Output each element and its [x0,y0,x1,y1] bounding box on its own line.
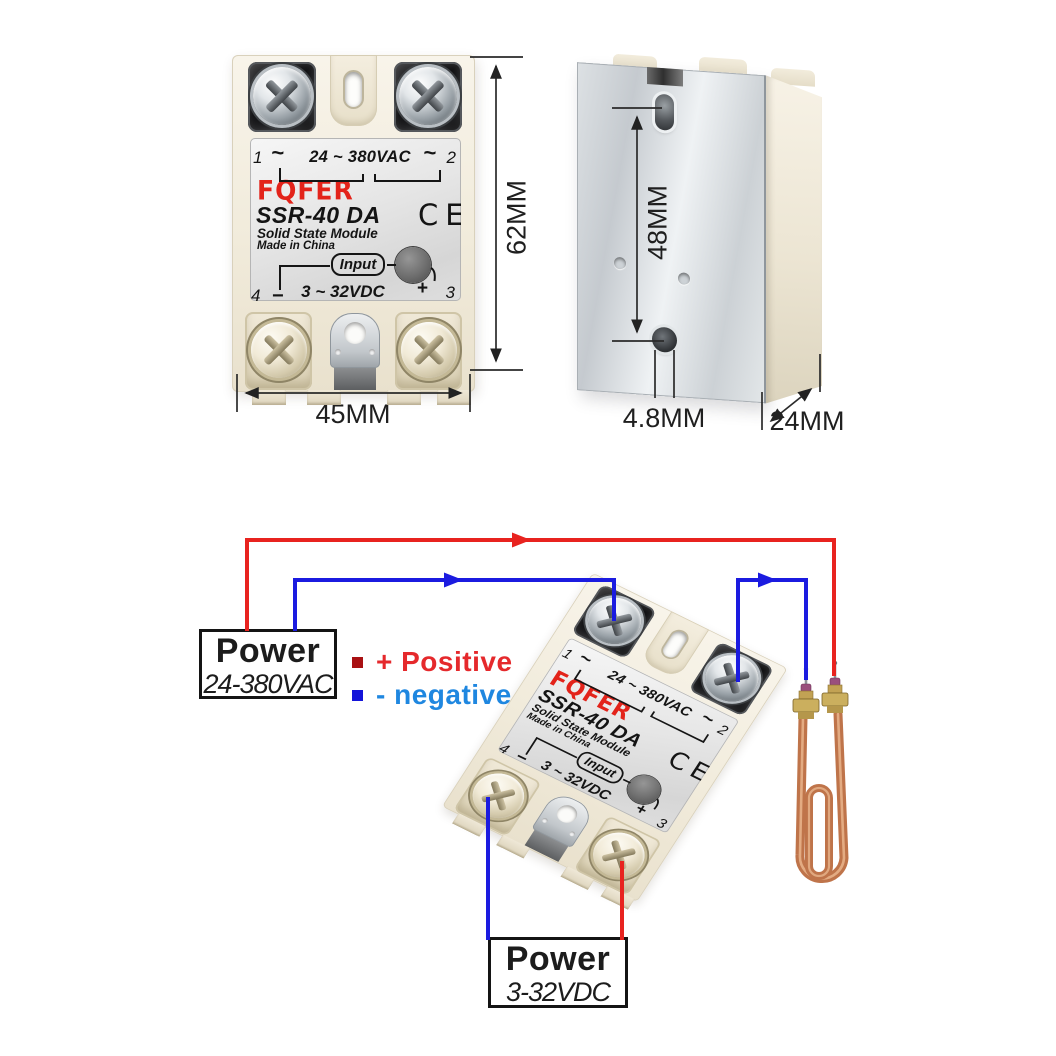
heater-stud-left [792,666,820,719]
ssr-relay: 1 ~ 24 ~ 380VAC ~ 2 FQFER SSR-40 DA CE S… [232,55,475,405]
back-view-relay [575,50,825,419]
blue-arrow-icon [758,572,777,588]
relay-label-plate: 1 ~ 24 ~ 380VAC ~ 2 FQFER SSR-40 DA CE S… [250,138,461,301]
bracket-rivet [369,349,375,355]
wired-relay: 1 ~ 24 ~ 380VAC ~ 2 FQFER SSR-40 DA CE S… [436,572,788,912]
relay-foot [307,390,341,405]
ac-power-range: 24-380VAC [203,669,333,699]
ac-tilde-right: ~ [423,140,436,165]
terminal-screw-icon [401,322,457,378]
bracket-base [334,366,376,390]
tab-hole [345,72,362,107]
negative-square-icon [352,689,363,701]
label-bracket-lines [279,168,441,290]
heater-stud-right [821,660,849,713]
mounting-tab [330,55,377,126]
dc-power-title: Power [505,940,611,978]
front-view-relay: 1 ~ 24 ~ 380VAC ~ 2 FQFER SSR-40 DA CE S… [232,55,475,405]
mounting-slot-hole [655,93,674,131]
ce-mark: CE [418,198,461,232]
bracket-rivet [568,830,576,838]
ac-terminal-1 [248,62,316,132]
bracket-hole [553,802,581,826]
plate-seam [764,75,766,404]
small-hole [678,272,690,286]
plate-notch [647,67,683,87]
dc-power-range: 3-32VDC [505,977,611,1007]
bracket-hole [344,322,366,344]
terminal-screw-icon [253,67,311,125]
dc-rating-text: 3 ~ 32VDC [301,282,385,301]
model-number: SSR-40 DA [256,202,381,228]
minus-sign: − [272,285,284,301]
hole-spacing-dim: 48MM [642,185,673,261]
dc-terminal-4 [245,312,312,390]
legend-negative: - negative [352,679,512,711]
led-indicator [395,247,431,283]
legend-positive-label: + Positive [376,646,513,677]
ac-power-title: Power [215,632,321,670]
relay-foot [437,390,471,405]
blue-arrow-icon [444,572,463,588]
input-label-box: Input [331,253,385,276]
small-hole [614,256,626,270]
terminal-screw-icon [251,322,307,378]
relay-foot [252,390,286,405]
ac-terminal-2 [394,62,462,132]
dc-terminal-3 [395,312,462,390]
ac-rating-text: 24 ~ 380VAC [309,148,411,166]
front-height-dim: 62MM [501,180,532,256]
plus-sign: + [417,278,429,299]
origin-text: Made in China [257,240,335,252]
ssr-relay: 1 ~ 24 ~ 380VAC ~ 2 FQFER SSR-40 DA CE S… [436,572,788,912]
hole-width-dim: 4.8MM [622,403,706,433]
relay-foot [387,390,421,405]
red-arrow-icon [512,532,531,548]
positive-square-icon [352,656,363,668]
depth-dim: 24MM [769,406,845,436]
terminal-2-number: 2 [446,148,456,167]
mounting-round-hole [652,326,677,354]
terminal-3-number: 3 [445,283,455,301]
bracket-rivet [335,349,341,355]
legend-positive: + Positive [352,646,513,678]
metal-bracket [330,313,380,368]
bracket-rivet [541,817,549,824]
terminal-4-number: 4 [251,286,261,301]
heating-element [792,660,849,883]
ac-power-box: Power 24-380VAC [199,629,337,699]
relay-side-panel [766,75,822,407]
ac-tilde-left: ~ [271,140,284,165]
module-type-text: Solid State Module [257,226,378,241]
tab-hole [660,628,690,660]
terminal-screw-icon [399,67,457,125]
dc-power-box: Power 3-32VDC [488,937,628,1008]
legend-negative-label: - negative [376,679,512,710]
terminal-1-number: 1 [253,148,263,167]
